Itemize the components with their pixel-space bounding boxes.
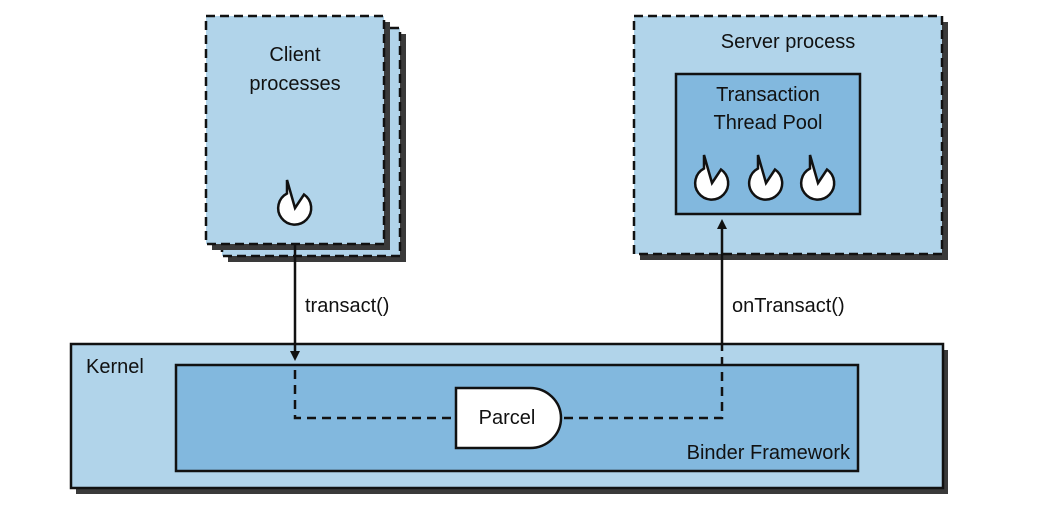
thread-pool-box: Transaction Thread Pool bbox=[674, 72, 862, 216]
thread-pool-label-line1: Transaction bbox=[716, 84, 820, 106]
thread-icon bbox=[276, 179, 313, 226]
parcel-outline bbox=[454, 386, 563, 450]
transact-arrow: transact() bbox=[290, 244, 389, 361]
kernel-box: Kernel Binder Framework bbox=[69, 342, 948, 494]
kernel-label: Kernel bbox=[86, 356, 144, 378]
parcel-shape: Parcel bbox=[454, 386, 563, 450]
thread-icon bbox=[799, 154, 836, 201]
parcel-label: Parcel bbox=[479, 407, 536, 429]
on-transact-arrow: onTransact() bbox=[717, 219, 845, 344]
on-transact-label: onTransact() bbox=[732, 295, 845, 317]
server-label: Server process bbox=[721, 31, 856, 53]
thread-icon bbox=[693, 154, 730, 201]
thread-pool-label-line2: Thread Pool bbox=[714, 112, 823, 134]
thread-icon bbox=[747, 154, 784, 201]
server-process-box: Server process Transaction Thread Pool bbox=[632, 14, 948, 260]
client-processes-box: Client processes bbox=[204, 14, 406, 262]
binder-transport-path-return bbox=[564, 344, 724, 420]
client-label-line2: processes bbox=[249, 73, 340, 95]
binder-label: Binder Framework bbox=[687, 442, 851, 464]
transact-label: transact() bbox=[305, 295, 389, 317]
binder-transport-path bbox=[293, 370, 456, 420]
client-label-line1: Client bbox=[269, 44, 321, 66]
